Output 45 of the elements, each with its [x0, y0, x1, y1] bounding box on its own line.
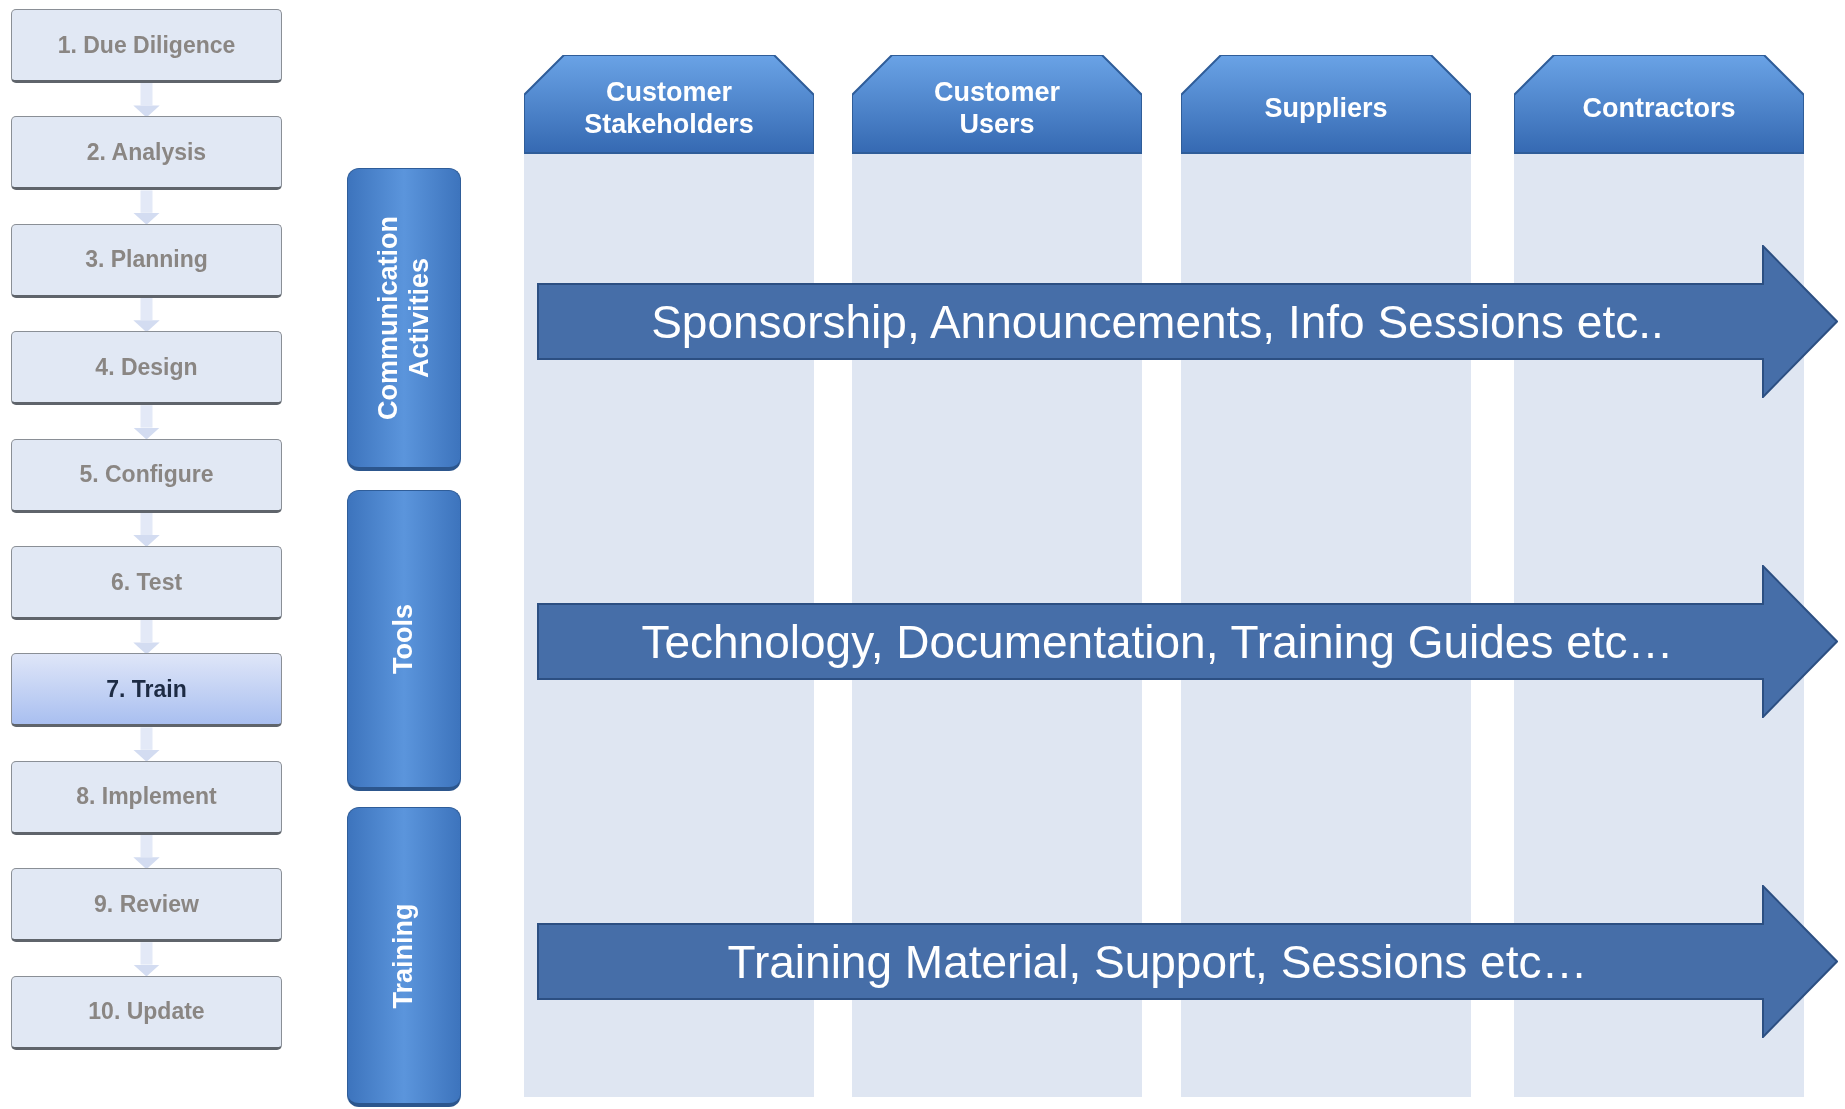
arrow — [133, 405, 160, 440]
step-label: 4. Design — [95, 353, 198, 381]
arrow — [133, 297, 160, 333]
arrow — [133, 83, 160, 118]
arrow — [133, 512, 160, 547]
arrow — [133, 190, 160, 225]
row-label-tab — [347, 168, 461, 471]
step-label: 1. Due Diligence — [57, 31, 236, 59]
step-label: 5. Configure — [79, 461, 214, 489]
column-title: Customer Stakeholders — [583, 75, 755, 141]
arrow — [133, 620, 160, 655]
process-box — [11, 331, 282, 406]
arrow-text: Sponsorship, Announcements, Info Sessions etc.. — [650, 294, 1665, 350]
process-box — [11, 975, 282, 1050]
process-box — [11, 760, 282, 835]
column-title: Contractors — [1581, 91, 1737, 125]
process-box — [11, 653, 282, 728]
process-box — [11, 868, 282, 943]
step-label: 3. Planning — [85, 246, 208, 274]
column-title: Customer Users — [933, 75, 1061, 141]
arrow — [133, 727, 160, 762]
process-box — [11, 546, 282, 620]
column-title: Suppliers — [1263, 91, 1389, 125]
block-arrow — [537, 245, 1838, 398]
process-box — [11, 9, 282, 83]
step-label: 8. Implement — [76, 783, 217, 811]
step-label: 6. Test — [110, 568, 183, 596]
arrow — [133, 834, 160, 870]
block-arrow — [537, 565, 1838, 718]
process-box — [11, 223, 282, 298]
arrow — [133, 942, 160, 977]
step-label: 2. Analysis — [86, 138, 207, 166]
row-label: Tools — [388, 603, 420, 676]
arrow-text: Training Material, Support, Sessions etc… — [726, 934, 1589, 990]
arrow-text: Technology, Documentation, Training Guides etc… — [640, 614, 1675, 670]
row-label: Communication Activities — [372, 215, 435, 422]
step-label: 7. Train — [106, 675, 187, 703]
row-label-tab — [347, 807, 461, 1107]
step-label: 9. Review — [94, 890, 199, 918]
block-arrow — [537, 885, 1838, 1038]
row-label-tab — [347, 490, 461, 791]
process-box — [11, 116, 282, 191]
row-label: Training — [388, 902, 420, 1011]
step-label: 10. Update — [88, 998, 205, 1026]
process-box — [11, 438, 282, 513]
